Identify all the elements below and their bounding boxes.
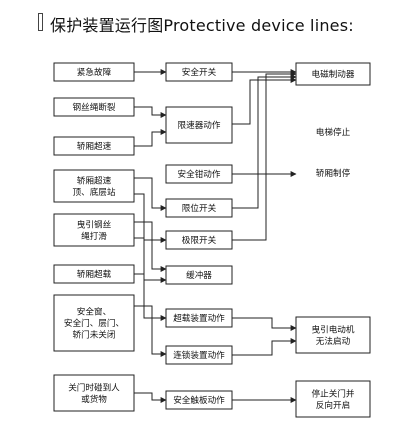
node-box xyxy=(53,62,135,82)
node-box xyxy=(295,380,371,418)
node-box xyxy=(165,265,233,285)
node-label: 超载装置动作 xyxy=(173,312,225,324)
node-box xyxy=(165,164,233,184)
node-car-overload: 轿厢超载 xyxy=(53,264,135,284)
title-bar: 保护装置运行图Protective device lines: xyxy=(0,0,419,40)
node-label: 紧急故障 xyxy=(77,66,112,78)
node-safety-edge: 安全触板动作 xyxy=(165,390,233,410)
node-buffer: 缓冲器 xyxy=(165,265,233,285)
node-label: 曳引电动机 xyxy=(312,323,355,335)
connector-arrow xyxy=(134,193,167,243)
node-label: 关门时碰到人 xyxy=(68,381,120,393)
node-label: 或货物 xyxy=(81,393,107,405)
node-label: 曳引钢丝 xyxy=(77,218,112,230)
node-box xyxy=(53,97,135,117)
node-label: 无法启动 xyxy=(316,335,351,347)
node-box xyxy=(53,374,135,412)
node-safety-switch: 安全开关 xyxy=(165,62,233,82)
connector-arrow xyxy=(134,221,167,272)
connector-arrow xyxy=(134,129,167,147)
node-label: 电磁制动器 xyxy=(312,68,355,80)
node-label: 安全开关 xyxy=(182,66,217,78)
node-label: 安全触板动作 xyxy=(173,394,225,406)
connector-arrow xyxy=(232,77,297,125)
node-interlock-device: 连锁装置动作 xyxy=(165,345,233,365)
node-elevator-stop: 电梯停止 xyxy=(316,126,351,138)
node-box xyxy=(165,106,233,144)
node-label: 极限开关 xyxy=(182,234,217,246)
node-label: 安全钳动作 xyxy=(178,168,221,180)
connector-arrow xyxy=(232,317,297,331)
node-label: 轿厢超载 xyxy=(77,268,112,280)
node-doors-open: 安全窗、安全门、层门、轿门未关闭 xyxy=(53,294,135,352)
node-box xyxy=(53,136,135,156)
node-label: 反向开启 xyxy=(316,399,350,411)
node-box xyxy=(165,345,233,365)
node-car-braking: 轿厢制停 xyxy=(316,167,351,179)
node-box xyxy=(165,230,233,250)
node-box xyxy=(165,390,233,410)
node-safety-gear-action: 安全钳动作 xyxy=(165,164,233,184)
node-box xyxy=(165,308,233,328)
node-box xyxy=(295,62,371,86)
node-car-overspeed: 轿厢超速 xyxy=(53,136,135,156)
node-wire-break: 钢丝绳断裂 xyxy=(53,97,135,117)
node-overload-device: 超载装置动作 xyxy=(165,308,233,328)
node-limit-switch: 限位开关 xyxy=(165,198,233,218)
node-box xyxy=(165,198,233,218)
node-label: 停止关门并 xyxy=(312,387,355,399)
connector-arrow xyxy=(134,273,167,321)
page-title: 保护装置运行图Protective device lines: xyxy=(50,16,354,35)
connector-arrow xyxy=(134,106,167,118)
node-label: 缓冲器 xyxy=(186,269,212,281)
connector-arrow xyxy=(134,305,167,357)
node-label: 钢丝绳断裂 xyxy=(73,101,116,113)
node-label: 顶、底层站 xyxy=(73,186,116,198)
connector-arrow xyxy=(232,74,297,209)
node-label: 轿厢超速 xyxy=(77,174,112,186)
node-label: 安全窗、 xyxy=(77,306,111,318)
node-label: 轿厢制停 xyxy=(316,167,351,179)
node-label: 电梯停止 xyxy=(316,126,351,138)
node-label: 安全门、层门、 xyxy=(64,317,124,329)
node-label: 限速器动作 xyxy=(178,119,221,131)
diagram-nodes: 紧急故障钢丝绳断裂轿厢超速轿厢超速顶、底层站曳引钢丝绳打滑轿厢超载安全窗、安全门… xyxy=(53,62,371,418)
node-label: 轿厢超速 xyxy=(77,140,112,152)
node-label: 轿门未关闭 xyxy=(73,329,116,341)
connector-arrow xyxy=(134,177,167,211)
node-electromagnetic-brake: 电磁制动器 xyxy=(295,62,371,86)
node-label: 限位开关 xyxy=(182,202,217,214)
node-box xyxy=(53,294,135,352)
node-box xyxy=(165,62,233,82)
connector-arrow xyxy=(134,392,167,403)
connector-arrow xyxy=(232,71,297,241)
connector-arrow xyxy=(232,338,297,356)
node-box xyxy=(53,264,135,284)
node-box xyxy=(295,316,371,354)
node-governor-action: 限速器动作 xyxy=(165,106,233,144)
node-label: 绳打滑 xyxy=(81,230,107,242)
title-bullet-icon xyxy=(38,13,43,31)
connector-arrow xyxy=(134,237,167,283)
node-final-limit-switch: 极限开关 xyxy=(165,230,233,250)
node-label: 连锁装置动作 xyxy=(173,349,225,361)
node-emergency-fault: 紧急故障 xyxy=(53,62,135,82)
node-box xyxy=(53,213,135,247)
node-box xyxy=(53,169,135,203)
connector-lines xyxy=(134,69,297,403)
